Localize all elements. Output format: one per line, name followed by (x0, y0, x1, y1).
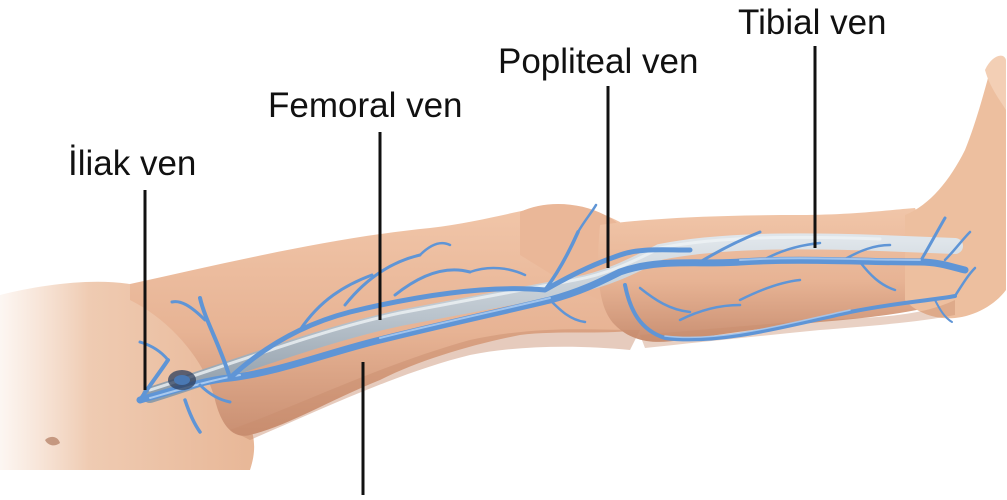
popliteal-vein-label: Popliteal ven (498, 44, 698, 79)
tibial-vein-label: Tibial ven (738, 5, 887, 40)
iliac-vein-label: İliak ven (68, 146, 196, 181)
foot-shape (905, 59, 1006, 319)
femoral-vein-label: Femoral ven (268, 88, 463, 123)
